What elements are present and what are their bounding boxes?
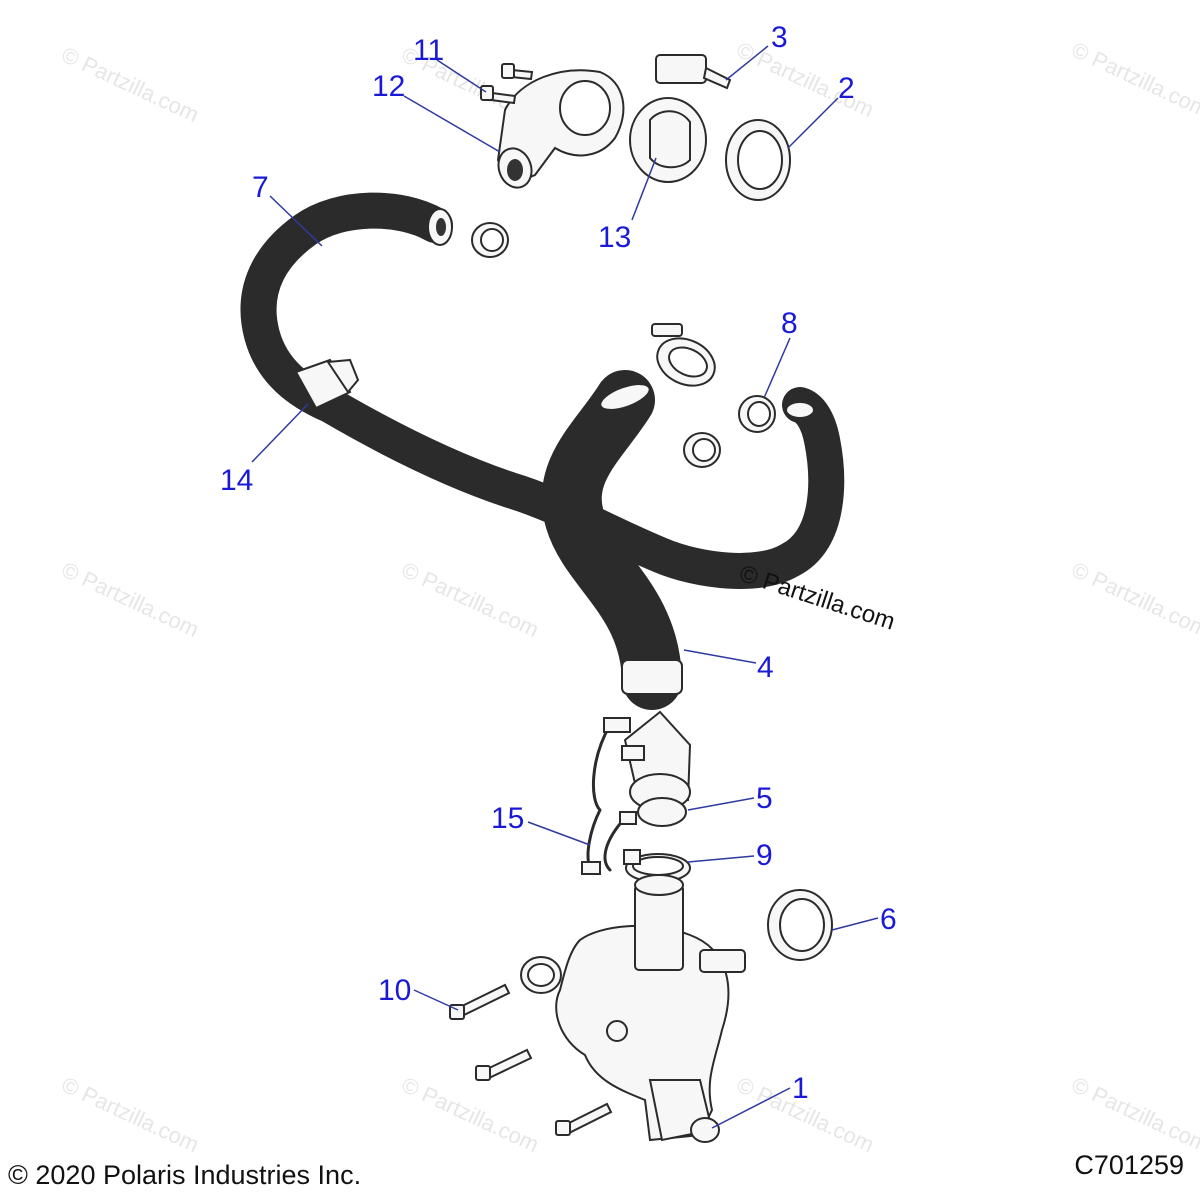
hose-clamp-9 <box>623 849 691 883</box>
hose-clamps-middle <box>471 222 776 468</box>
leader-line <box>831 917 879 931</box>
leader-line <box>763 337 791 399</box>
leader-line <box>436 59 487 93</box>
callout-6: 6 <box>880 903 897 936</box>
callout-10: 10 <box>378 974 411 1007</box>
leader-line <box>527 821 591 846</box>
watermark: © Partzilla.com <box>398 557 543 642</box>
callout-7: 7 <box>252 171 269 204</box>
watermark: © Partzilla.com <box>733 37 878 122</box>
callout-8: 8 <box>781 307 798 340</box>
leader-line <box>787 97 839 149</box>
callout-14: 14 <box>220 464 253 497</box>
leader-line <box>687 855 755 863</box>
callout-4: 4 <box>757 651 774 684</box>
hose-end <box>599 383 651 411</box>
watermark: © Partzilla.com <box>398 1072 543 1157</box>
callout-9: 9 <box>756 839 773 872</box>
leader-line <box>413 989 459 1011</box>
leader-line <box>269 195 323 247</box>
callout-13: 13 <box>598 221 631 254</box>
leader-line <box>631 157 657 221</box>
spring-clamp <box>520 956 562 994</box>
callout-15: 15 <box>491 802 524 835</box>
leader-line <box>725 45 769 81</box>
callout-5: 5 <box>756 782 773 815</box>
leader-line <box>403 95 501 153</box>
watermark: © Partzilla.com <box>58 557 203 642</box>
bolts <box>449 983 613 1136</box>
wire-bracket <box>581 717 645 875</box>
watermark: © Partzilla.com <box>1068 557 1200 642</box>
partzilla-watermark: © Partzilla.com <box>736 560 898 636</box>
hose-end <box>785 401 815 419</box>
elbow-fitting <box>623 710 692 827</box>
housing-bolts <box>480 63 534 105</box>
coolant-hose-long <box>240 192 845 589</box>
watermark: © Partzilla.com <box>1068 1072 1200 1157</box>
gasket-ring <box>725 119 791 201</box>
temperature-sensor <box>655 54 732 90</box>
y-hose <box>541 370 683 710</box>
callout-11: 11 <box>413 34 444 67</box>
callout-2: 2 <box>838 72 855 105</box>
watermark: © Partzilla.com <box>58 1072 203 1157</box>
watermark: © Partzilla.com <box>58 42 203 127</box>
hose-sleeve <box>294 358 360 410</box>
leader-line <box>711 1087 791 1129</box>
copyright-notice: © 2020 Polaris Industries Inc. <box>8 1160 362 1190</box>
thermostat-housing <box>496 69 625 189</box>
callouts: 11 12 3 2 13 7 8 14 4 5 15 9 6 10 1 <box>220 21 897 1129</box>
water-pump <box>555 874 746 1143</box>
callout-12: 12 <box>372 70 405 103</box>
drawing-number: C701259 <box>1074 1150 1184 1180</box>
leader-line <box>251 403 309 463</box>
o-ring <box>767 889 833 961</box>
thermostat <box>629 97 707 183</box>
watermark: © Partzilla.com <box>1068 37 1200 122</box>
callout-1: 1 <box>792 1072 809 1105</box>
leader-line <box>687 797 755 811</box>
callout-3: 3 <box>771 21 788 54</box>
leader-line <box>683 649 757 664</box>
